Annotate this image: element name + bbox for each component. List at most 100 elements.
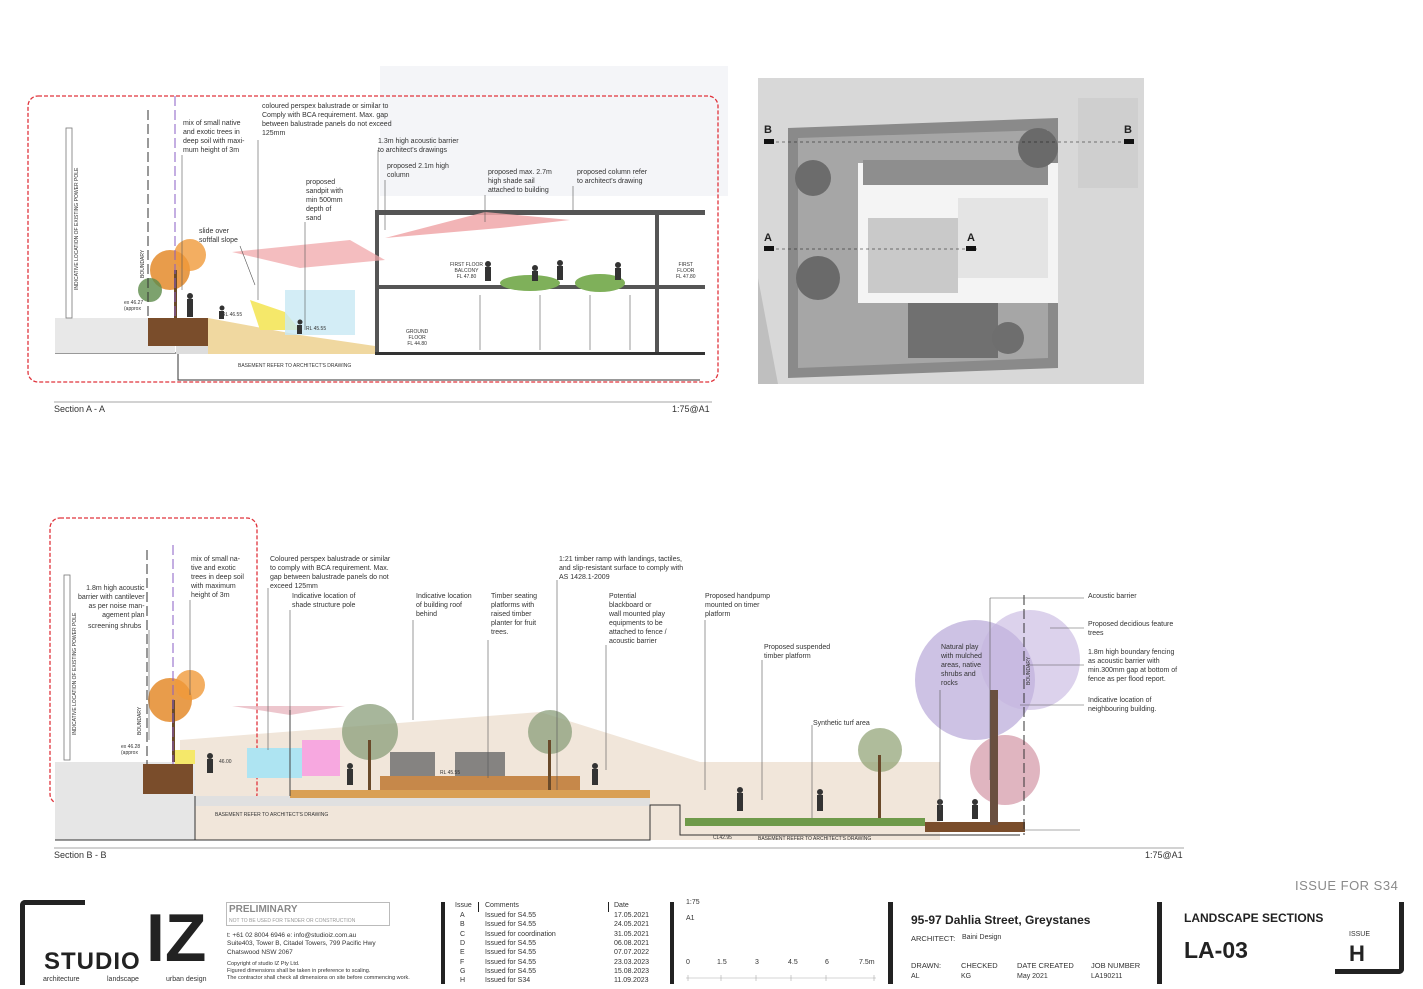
drawn-label: DRAWN: — [911, 961, 942, 970]
rev-table-header-divider — [478, 902, 479, 912]
label-power-pole-a: INDICATIVE LOCATION OF EXISTING POWER PO… — [74, 167, 80, 290]
rev-date: 24.05.2021 — [614, 921, 650, 929]
rev-date: 11.09.2023 — [614, 977, 649, 985]
rev-issue: C — [460, 930, 466, 938]
sheet-divider — [1157, 902, 1162, 984]
scalebar-label: 7.5m — [859, 959, 875, 966]
contractor-line: The contractor shall check all dimension… — [227, 975, 410, 981]
rev-issue: F — [460, 958, 465, 966]
note-ramp: 1:21 timber ramp with landings, tactiles… — [559, 556, 684, 581]
key-plan-mark-a-right: A — [967, 232, 975, 244]
logo-frame-top — [20, 900, 85, 905]
rev-comment: Issued for S4.55 — [485, 921, 536, 929]
label-basement-b: BASEMENT REFER TO ARCHITECT'S DRAWING — [215, 812, 329, 818]
logo-frame-left — [20, 900, 25, 985]
rev-date: 06.08.2021 — [614, 939, 650, 947]
label-rl1-b: 46.00 — [219, 759, 232, 765]
note-turf: Synthetic turf area — [813, 720, 870, 727]
architect-value: Baini Design — [962, 934, 1002, 941]
note-perspex-a: coloured perspex balustrade or similar t… — [262, 103, 392, 137]
section-a-scale: 1:75@A1 — [672, 404, 710, 414]
address-line-1: Suite403, Tower B, Citadel Towers, 799 P… — [227, 940, 376, 947]
note-neighbour: Indicative location of neighbouring buil… — [1088, 697, 1157, 713]
label-ground-floor: GROUND FLOOR FL 44.80 — [406, 329, 429, 347]
date-created-value: May 2021 — [1017, 973, 1048, 980]
date-created-label: DATE CREATED — [1017, 961, 1074, 970]
title-block: STUDIO IZ architecture landscape urban d… — [0, 890, 1423, 989]
note-deciduous: Proposed decidious feature trees — [1088, 621, 1174, 637]
label-cl: CL42.95 — [713, 835, 732, 841]
sheet-frame-right — [1399, 902, 1404, 974]
note-handpump: Proposed handpump mounted on timer platf… — [705, 593, 770, 618]
section-b-drawing: 1.8m high acoustic barrier with cantilev… — [0, 500, 1200, 870]
rev-issue: D — [460, 939, 466, 947]
section-a-graphic — [27, 66, 728, 403]
rev-table-date-divider — [608, 902, 609, 912]
logo-iz: IZ — [146, 900, 207, 976]
logo-sub-architecture: architecture — [43, 976, 80, 983]
sheet-title: LANDSCAPE SECTIONS — [1184, 911, 1324, 925]
label-level-approx-b: ex 46.28 (approx — [121, 744, 141, 756]
rev-comment: Issued for S4.55 — [485, 949, 536, 957]
issue-label: ISSUE — [1349, 931, 1371, 938]
architect-label: ARCHITECT: — [911, 934, 956, 943]
label-rl2-a: RL 45.55 — [306, 326, 327, 332]
rev-comment: Issued for S4.55 — [485, 958, 536, 966]
address-line-2: Chatswood NSW 2067 — [227, 949, 293, 956]
rev-date: 23.03.2023 — [614, 958, 650, 966]
label-rl2-b: RL 45.55 — [440, 770, 461, 776]
drawn-value: AL — [911, 973, 920, 980]
checked-label: CHECKED — [961, 961, 998, 970]
job-number-label: JOB NUMBER — [1091, 961, 1141, 970]
logo-sub-landscape: landscape — [107, 976, 139, 983]
scalebar-label: 6 — [825, 959, 829, 966]
label-first-floor: FIRST FLOOR FL 47.80 — [676, 262, 696, 280]
project-name: 95-97 Dahlia Street, Greystanes — [911, 913, 1091, 927]
note-acoustic-18: 1.8m high acoustic barrier with cantilev… — [78, 585, 145, 619]
label-level-approx-a: ex 46.27 (approx — [124, 300, 144, 312]
note-screening: screening shrubs — [88, 623, 142, 630]
rev-comment: Issued for S34 — [485, 977, 531, 985]
section-a-title: Section A - A — [54, 404, 106, 414]
checked-value: KG — [961, 973, 972, 980]
rev-date: 31.05.2021 — [614, 930, 650, 938]
note-natural-play: Natural play with mulched areas, native … — [941, 644, 982, 687]
label-rl1-a: RL 46.55 — [222, 312, 243, 318]
section-a-drawing: mix of small native and exotic trees in … — [0, 0, 740, 420]
figured-dims-line: Figured dimensions shall be taken in pre… — [227, 968, 371, 974]
label-first-floor-balcony: FIRST FLOOR BALCONY FL 47.80 — [450, 262, 483, 280]
rev-issue: H — [460, 977, 466, 985]
logo-sub-urban: urban design — [166, 976, 207, 983]
preliminary-subtitle: NOT TO BE USED FOR TENDER OR CONSTRUCTIO… — [229, 918, 356, 924]
issue-stamp: ISSUE FOR S34 — [1295, 878, 1399, 893]
note-fencing: 1.8m high boundary fencing as acoustic b… — [1088, 649, 1178, 683]
sheet-frame-bottom — [1335, 969, 1404, 974]
rev-issue: B — [460, 921, 465, 929]
scalebar-label: 1.5 — [717, 959, 727, 966]
job-number-value: LA190211 — [1091, 973, 1123, 980]
sheet-number: LA-03 — [1184, 937, 1248, 963]
label-power-pole-b: INDICATIVE LOCATION OF EXISTING POWER PO… — [72, 612, 78, 735]
section-b-scale: 1:75@A1 — [1145, 850, 1183, 860]
scalebar-label: 4.5 — [788, 959, 798, 966]
note-trees-a: mix of small native and exotic trees in … — [183, 120, 245, 154]
paper-size: A1 — [686, 915, 695, 922]
rev-date: 15.08.2023 — [614, 967, 650, 975]
issue-value: H — [1349, 941, 1365, 966]
rev-comment: Issued for S4.55 — [485, 912, 536, 919]
project-divider — [888, 902, 893, 984]
rev-comment: Issued for S4.55 — [485, 967, 536, 975]
rev-date: 07.07.2022 — [614, 949, 650, 957]
note-building-roof: Indicative location of building roof beh… — [416, 593, 472, 618]
note-acoustic-a: 1.3m high acoustic barrier to architect'… — [378, 138, 459, 154]
note-shade-pole: Indicative location of shade structure p… — [292, 593, 356, 609]
key-plan-mark-a-left: A — [764, 232, 772, 244]
rev-table-divider-right — [670, 902, 674, 984]
rev-header-comments: Comments — [485, 902, 519, 909]
rev-comment: Issued for S4.55 — [485, 939, 536, 947]
note-slide: slide over softfall slope — [199, 228, 238, 244]
scale-value: 1:75 — [686, 899, 700, 906]
label-boundary-a: BOUNDARY — [140, 249, 146, 278]
key-plan: B B A A — [758, 78, 1144, 384]
note-blackboard: Potential blackboard or wall mounted pla… — [609, 593, 667, 645]
